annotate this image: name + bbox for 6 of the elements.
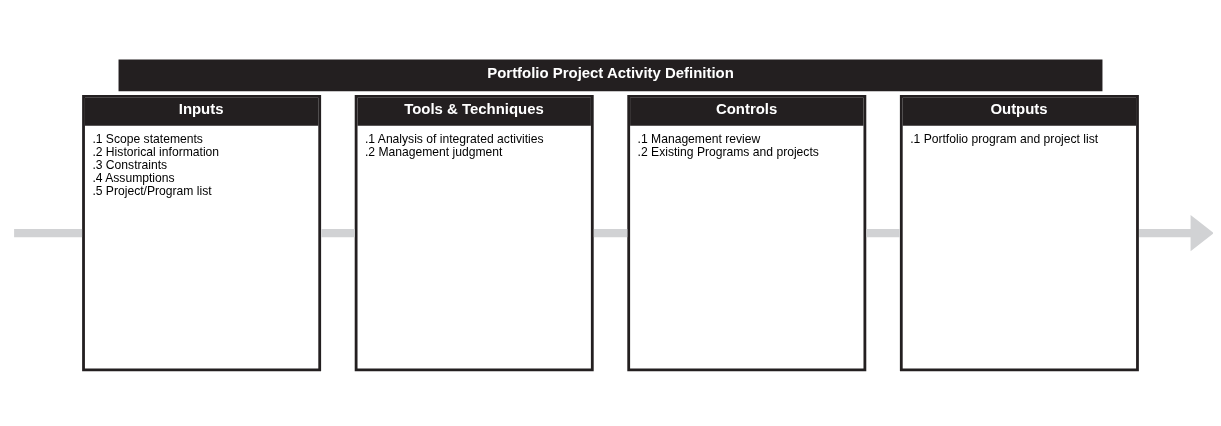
connector [14,228,83,237]
arrow [1139,214,1213,251]
diagram-title: Portfolio Project Activity Definition [487,63,734,81]
connector [321,228,355,237]
connector [866,228,900,237]
connector [593,228,628,237]
